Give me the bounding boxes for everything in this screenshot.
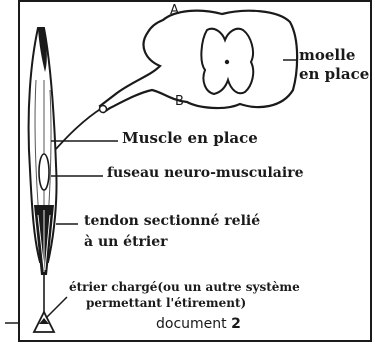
central-canal	[225, 60, 229, 64]
label-b: B	[175, 94, 184, 109]
label-moelle-line1: moelle	[299, 48, 355, 64]
spinal-cord-outline	[100, 11, 297, 112]
caption-text: document	[156, 316, 227, 332]
pointer-etrier	[46, 297, 67, 318]
caption: document 2	[156, 316, 241, 332]
label-moelle-line2: en place	[299, 67, 369, 83]
label-a: A	[170, 3, 179, 18]
nerve-ending	[100, 106, 107, 113]
label-tendon-line2: à un étrier	[84, 235, 168, 250]
caption-number: 2	[231, 316, 241, 332]
label-muscle: Muscle en place	[122, 131, 258, 147]
label-etrier-line1: étrier chargé(ou un autre système	[69, 281, 300, 294]
label-tendon-line1: tendon sectionné relié	[84, 214, 260, 229]
neuromuscular-spindle	[39, 154, 49, 190]
label-fuseau: fuseau neuro-musculaire	[107, 166, 303, 181]
label-etrier-line2: permettant l'étirement)	[86, 297, 246, 310]
